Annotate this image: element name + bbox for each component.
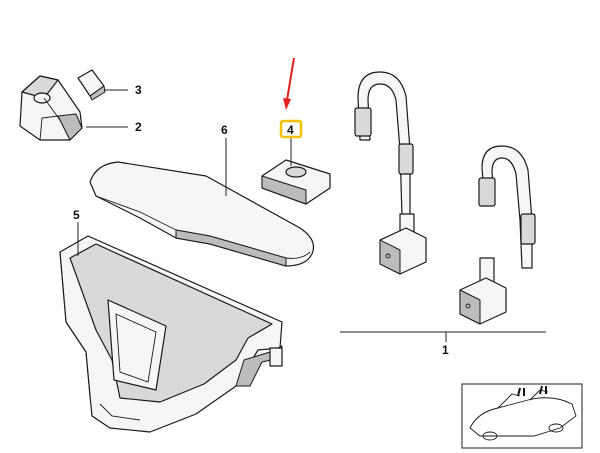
part-6-armrest-pad[interactable] <box>89 161 315 267</box>
callout-label-3: 3 <box>135 83 142 97</box>
callout-label-5: 5 <box>73 208 80 222</box>
part-2-bracket[interactable] <box>19 75 83 141</box>
callout-highlight-box <box>279 119 303 139</box>
part-3-pad[interactable] <box>77 69 106 101</box>
red-arrow-icon <box>283 57 295 110</box>
car-convertible-thumbnail-icon <box>461 383 583 449</box>
callout-label-4: 4 <box>287 123 294 137</box>
part-1-rollbar-right[interactable] <box>459 145 536 325</box>
part-5-console-housing[interactable] <box>59 235 283 433</box>
part-4-cover-cap[interactable] <box>261 159 331 205</box>
callout-label-1: 1 <box>442 343 449 357</box>
part-1-rollbar-left[interactable] <box>354 71 427 275</box>
callout-label-6: 6 <box>221 123 228 137</box>
callout-label-2: 2 <box>135 120 142 134</box>
